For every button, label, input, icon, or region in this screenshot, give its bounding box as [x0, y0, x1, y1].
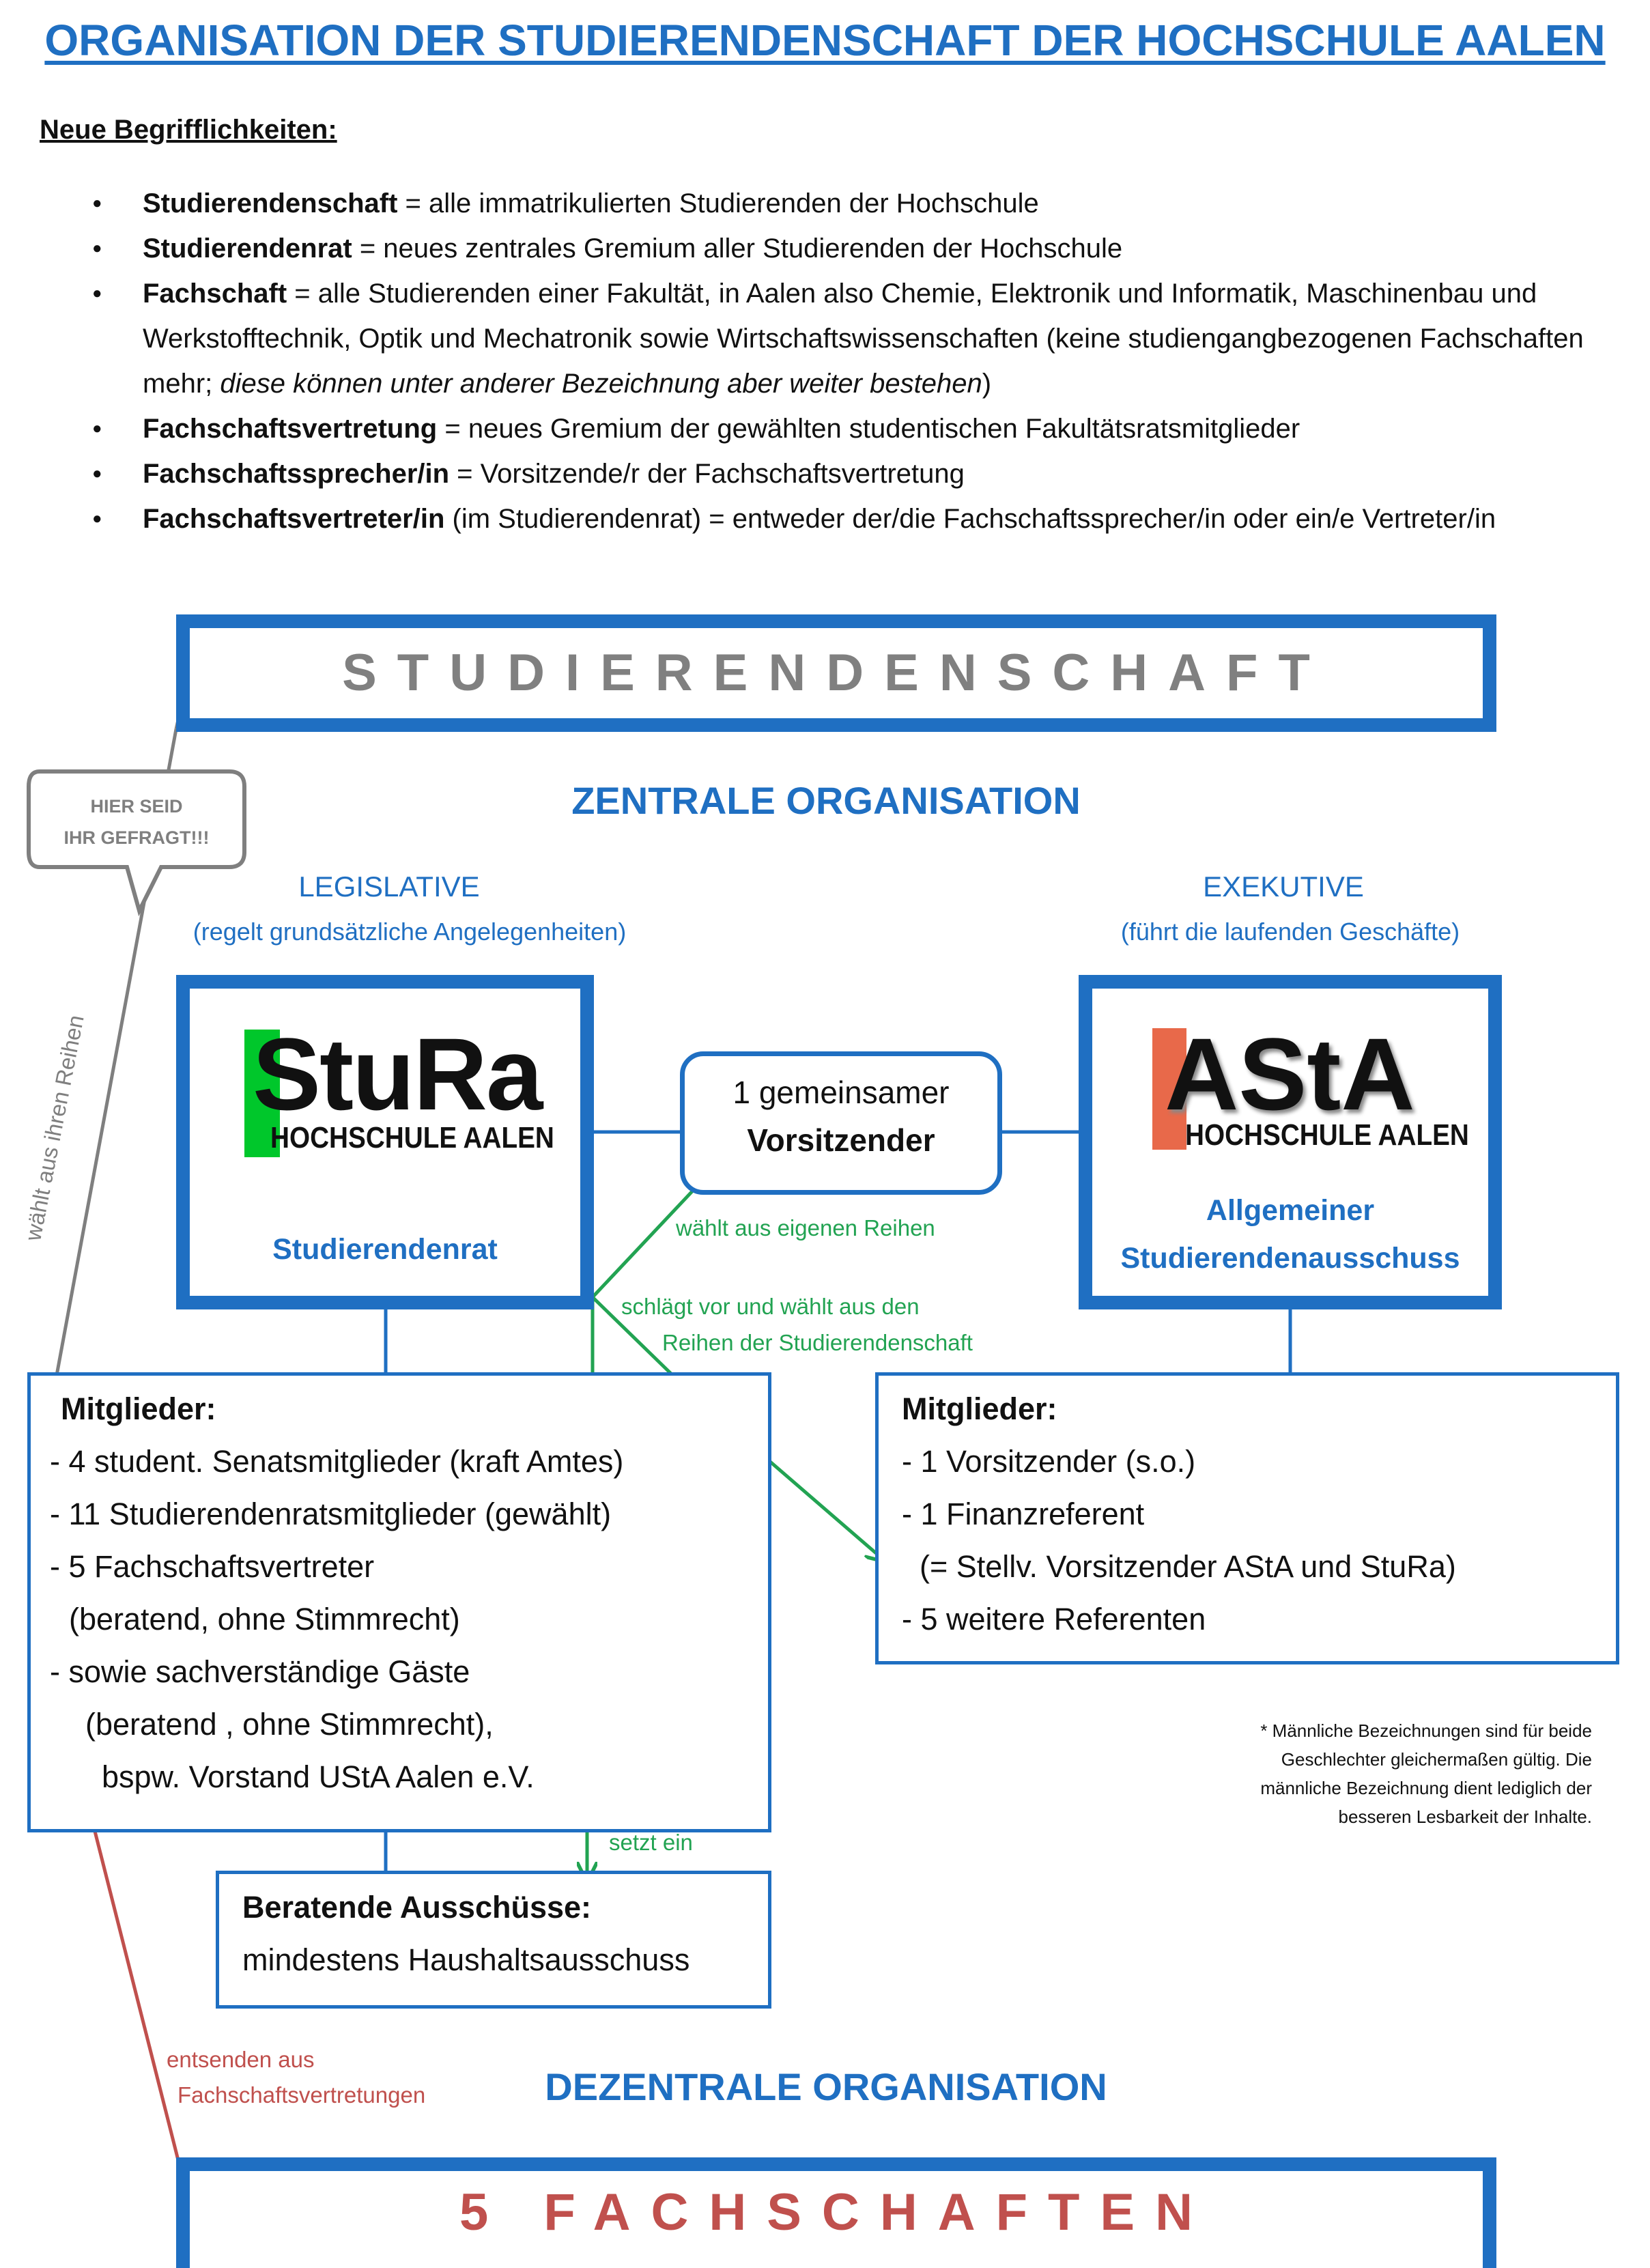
note-schlaegt-vor-1: schlägt vor und wählt aus den	[621, 1294, 920, 1319]
vorsitzender-box: 1 gemeinsamer Vorsitzender	[680, 1051, 1002, 1195]
term-text: (im Studierendenrat) = entweder der/die …	[444, 504, 1496, 534]
stura-caption: Studierendenrat	[272, 1233, 498, 1266]
term-item: Fachschaftssprecher/in = Vorsitzende/r d…	[92, 451, 1608, 496]
footnote-line: besseren Lesbarkeit der Inhalte.	[1338, 1806, 1592, 1827]
term-item: Studierendenrat = neues zentrales Gremiu…	[92, 226, 1608, 271]
note-entsenden-1: entsenden aus	[167, 2047, 315, 2072]
bubble-line: HIER SEID	[90, 796, 183, 817]
asta-members-head: Mitglieder:	[902, 1391, 1057, 1426]
speech-bubble	[27, 769, 246, 916]
stura-logo-accent	[244, 1030, 280, 1157]
stura-box: StuRa HOCHSCHULE AALEN Studierendenrat	[176, 975, 594, 1309]
exekutive-label: EXEKUTIVE	[1203, 870, 1364, 903]
ausschuesse-text: Beratende Ausschüsse: mindestens Haushal…	[242, 1881, 689, 1986]
stura-members-head: Mitglieder:	[61, 1391, 216, 1426]
zentrale-title: ZENTRALE ORGANISATION	[571, 779, 1081, 822]
term-label: Studierendenschaft	[143, 188, 398, 218]
fachschaften-box: 5 FACHSCHAFTEN	[176, 2157, 1496, 2268]
term-label: Fachschaftssprecher/in	[143, 459, 450, 489]
term-item: Fachschaft = alle Studierenden einer Fak…	[92, 271, 1608, 406]
term-text: = neues Gremium der gewählten studentisc…	[437, 414, 1300, 444]
term-item: Fachschaftsvertreter/in (im Studierenden…	[92, 496, 1608, 541]
ausschuesse-box: Beratende Ausschüsse: mindestens Haushal…	[216, 1871, 771, 2009]
term-item: Fachschaftsvertretung = neues Gremium de…	[92, 406, 1608, 451]
stura-member-line: - 4 student. Senatsmitglieder (kraft Amt…	[50, 1444, 624, 1479]
asta-logo-accent	[1152, 1028, 1186, 1150]
vorsitzender-line2: Vorsitzender	[747, 1122, 935, 1158]
asta-caption-line1: Allgemeiner	[1206, 1194, 1375, 1227]
term-label: Fachschaftsvertreter/in	[143, 504, 445, 534]
stura-member-line: - 11 Studierendenratsmitglieder (gewählt…	[50, 1497, 612, 1531]
legislative-sub: (regelt grundsätzliche Angelegenheiten)	[193, 918, 627, 946]
page-title: ORGANISATION DER STUDIERENDENSCHAFT DER …	[44, 16, 1606, 65]
stura-member-line: - sowie sachverständige Gäste	[50, 1654, 470, 1689]
asta-member-line: - 5 weitere Referenten	[902, 1602, 1206, 1636]
asta-members-box: Mitglieder: - 1 Vorsitzender (s.o.) - 1 …	[875, 1372, 1619, 1664]
footnote-line: Geschlechter gleichermaßen gültig. Die	[1281, 1749, 1592, 1770]
legislative-label: LEGISLATIVE	[298, 870, 480, 903]
note-setzt-ein: setzt ein	[609, 1830, 693, 1855]
line-schlaegt-diag	[591, 1296, 674, 1376]
stura-members-box: Mitglieder: - 4 student. Senatsmitgliede…	[27, 1372, 771, 1832]
note-entsenden-2: Fachschaftsvertretungen	[177, 2082, 426, 2108]
vorsitzender-line1: 1 gemeinsamer	[732, 1075, 950, 1110]
footnote-line: männliche Bezeichnung dient lediglich de…	[1260, 1778, 1592, 1798]
ausschuesse-head: Beratende Ausschüsse:	[242, 1890, 592, 1925]
terms-list: Studierendenschaft = alle immatrikuliert…	[92, 181, 1608, 541]
stura-logo-subtitle: HOCHSCHULE AALEN	[270, 1121, 554, 1154]
asta-member-line: (= Stellv. Vorsitzender AStA und StuRa)	[920, 1549, 1456, 1584]
term-label: Studierendenrat	[143, 233, 352, 264]
stura-members-list: - 4 student. Senatsmitglieder (kraft Amt…	[50, 1435, 623, 1803]
exekutive-sub: (führt die laufenden Geschäfte)	[1120, 918, 1460, 946]
stura-member-line: - 5 Fachschaftsvertreter	[50, 1549, 375, 1584]
asta-member-line: - 1 Vorsitzender (s.o.)	[902, 1444, 1196, 1479]
arrow-schlaegt-asta	[768, 1460, 885, 1561]
terms-heading: Neue Begrifflichkeiten:	[40, 115, 337, 145]
term-text: = Vorsitzende/r der Fachschaftsvertretun…	[449, 459, 965, 489]
dezentrale-title: DEZENTRALE ORGANISATION	[545, 2065, 1107, 2108]
studierendenschaft-label: STUDIERENDENSCHAFT	[342, 644, 1331, 702]
note-schlaegt-vor-2: Reihen der Studierendenschaft	[662, 1330, 973, 1355]
speech-bubble-text: HIER SEID IHR GEFRAGT!!!	[29, 791, 244, 853]
ausschuesse-line: mindestens Haushaltsausschuss	[242, 1942, 690, 1977]
term-item: Studierendenschaft = alle immatrikuliert…	[92, 181, 1608, 226]
footnote: * Männliche Bezeichnungen sind für beide…	[1065, 1716, 1592, 1831]
term-text: = alle Studierenden einer Fakultät, in A…	[143, 279, 1584, 399]
stura-members-text: Mitglieder:	[61, 1383, 216, 1435]
asta-caption-line2: Studierendenausschuss	[1120, 1242, 1460, 1275]
stura-member-line: (beratend , ohne Stimmrecht),	[85, 1707, 494, 1742]
term-text: = alle immatrikulierten Studierenden der…	[397, 188, 1039, 218]
asta-member-line: - 1 Finanzreferent	[902, 1497, 1145, 1531]
term-label: Fachschaft	[143, 279, 287, 309]
term-text-end: )	[982, 369, 992, 399]
stura-member-line: (beratend, ohne Stimmrecht)	[69, 1602, 460, 1636]
stura-member-line: bspw. Vorstand UStA Aalen e.V.	[102, 1759, 535, 1794]
asta-box: AStA HOCHSCHULE AALEN Allgemeiner Studie…	[1079, 975, 1502, 1309]
term-label: Fachschaftsvertretung	[143, 414, 438, 444]
term-italic-note: diese können unter anderer Bezeichnung a…	[220, 369, 982, 399]
asta-logo-subtitle: HOCHSCHULE AALEN	[1185, 1118, 1469, 1152]
bubble-line: IHR GEFRAGT!!!	[63, 827, 210, 848]
asta-logo: AStA	[1165, 1017, 1415, 1131]
footnote-line: * Männliche Bezeichnungen sind für beide	[1260, 1720, 1592, 1741]
studierendenschaft-box: STUDIERENDENSCHAFT	[176, 614, 1496, 732]
note-waehlt-eigene: wählt aus eigenen Reihen	[676, 1215, 935, 1241]
term-text: = neues zentrales Gremium aller Studiere…	[352, 233, 1123, 264]
stura-logo: StuRa	[253, 1017, 543, 1131]
fachschaften-label: 5 FACHSCHAFTEN	[459, 2183, 1214, 2241]
asta-members-text: Mitglieder: - 1 Vorsitzender (s.o.) - 1 …	[902, 1383, 1456, 1645]
asta-caption: Allgemeiner Studierendenausschuss	[1092, 1187, 1488, 1282]
